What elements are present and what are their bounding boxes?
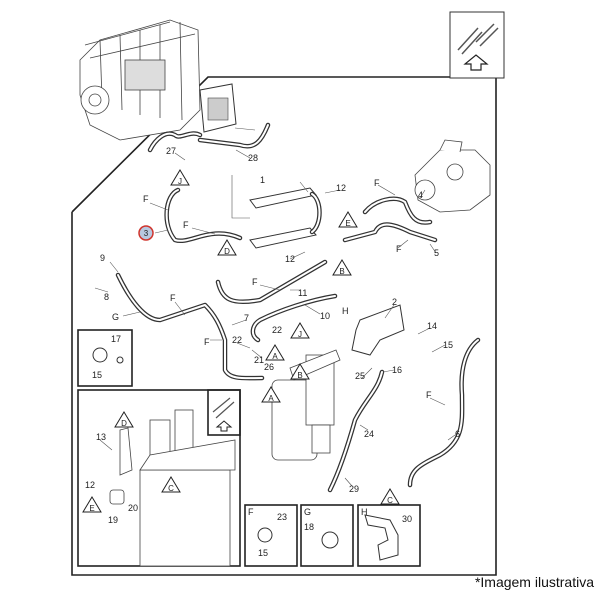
fuel-pipes xyxy=(115,122,481,493)
fuel-pump xyxy=(414,139,491,213)
callout: F xyxy=(248,507,254,517)
svg-text:E: E xyxy=(89,504,94,513)
callout: 2 xyxy=(392,297,397,307)
callout: 30 xyxy=(402,514,412,524)
engine-illustration xyxy=(79,19,201,141)
callout: G xyxy=(304,507,311,517)
callout: 7 xyxy=(244,313,249,323)
ecu-module xyxy=(199,83,237,133)
callout: 28 xyxy=(248,153,258,163)
callout: 29 xyxy=(349,484,359,494)
illustrative-image-caption: *Imagem ilustrativa xyxy=(474,574,594,590)
callout: 12 xyxy=(285,254,295,264)
callout: 14 xyxy=(427,321,437,331)
svg-text:E: E xyxy=(345,219,350,228)
svg-text:B: B xyxy=(339,267,344,276)
callout: 15 xyxy=(443,340,453,350)
connection-marker: C xyxy=(380,488,400,505)
leader-lines xyxy=(94,127,456,487)
callout-labels: 27 28 1 12 F F 12 9 8 F G F 11 10 H 7 F … xyxy=(85,146,460,558)
callout: 10 xyxy=(320,311,330,321)
callout: 1 xyxy=(260,175,265,185)
selected-part-3-marker[interactable]: 3 xyxy=(138,225,154,241)
fuel-filter-housing xyxy=(271,349,341,461)
clamp-23-illustration xyxy=(257,527,273,543)
callout: 19 xyxy=(108,515,118,525)
callout: 9 xyxy=(100,253,105,263)
callout: 16 xyxy=(392,365,402,375)
clamp-18-illustration xyxy=(321,531,339,549)
callout: F xyxy=(252,277,258,287)
cooler-bracket xyxy=(249,187,322,249)
callout: 27 xyxy=(166,146,176,156)
svg-text:J: J xyxy=(298,330,302,339)
clamp-illustration xyxy=(92,347,124,364)
connection-markers: J D E B J A B A D C E C xyxy=(82,169,400,513)
connection-marker: B xyxy=(332,259,352,276)
connection-marker: B xyxy=(290,363,310,380)
callout: F xyxy=(374,178,380,188)
callout: 6 xyxy=(455,429,460,439)
callout: 25 xyxy=(355,371,365,381)
callout: 22 xyxy=(272,325,282,335)
connection-marker: E xyxy=(338,211,358,228)
callout: 24 xyxy=(364,429,374,439)
svg-text:D: D xyxy=(224,247,230,256)
svg-text:A: A xyxy=(268,394,274,403)
callout: 21 xyxy=(254,355,264,365)
svg-text:A: A xyxy=(272,352,278,361)
connection-marker: J xyxy=(170,169,190,186)
bracket-30-illustration xyxy=(364,514,399,561)
inset-box-clamp xyxy=(77,329,133,387)
svg-text:C: C xyxy=(387,496,393,505)
callout: 5 xyxy=(434,248,439,258)
callout: F xyxy=(204,337,210,347)
svg-text:D: D xyxy=(121,419,127,428)
svg-text:B: B xyxy=(297,371,302,380)
connection-marker: C xyxy=(161,476,181,493)
inset-orientation-arrow-up-icon xyxy=(207,389,241,436)
callout: F xyxy=(426,390,432,400)
callout: F xyxy=(396,244,402,254)
svg-text:J: J xyxy=(178,177,182,186)
callout: 15 xyxy=(258,548,268,558)
callout: 11 xyxy=(298,288,307,298)
callout: 23 xyxy=(277,512,287,522)
callout: F xyxy=(170,293,176,303)
callout: 18 xyxy=(304,522,314,532)
callout: H xyxy=(342,306,349,316)
filter-detail-illustration xyxy=(109,409,236,567)
callout: 12 xyxy=(85,480,95,490)
svg-text:C: C xyxy=(168,484,174,493)
callout: 15 xyxy=(92,370,102,380)
inset-box-h xyxy=(357,504,421,567)
callout: 22 xyxy=(232,335,242,345)
callout: F xyxy=(143,194,149,204)
connection-marker: J xyxy=(290,322,310,339)
callout: H xyxy=(361,507,368,517)
inset-box-f xyxy=(244,504,298,567)
connection-marker: E xyxy=(82,496,102,513)
connection-marker: A xyxy=(261,386,281,403)
callout: 26 xyxy=(264,362,274,372)
orientation-arrow-up-icon xyxy=(449,11,505,79)
callout: 20 xyxy=(128,503,138,513)
svg-text:3: 3 xyxy=(144,229,149,238)
callout: 4 xyxy=(418,190,423,200)
callout: G xyxy=(112,312,119,322)
connection-marker: A xyxy=(265,344,285,361)
callout: 8 xyxy=(104,292,109,302)
callout: 17 xyxy=(111,334,121,344)
inset-box-g xyxy=(300,504,354,567)
callout: 13 xyxy=(96,432,106,442)
callout: 12 xyxy=(336,183,346,193)
connection-marker: D xyxy=(217,239,237,256)
pipe-3 xyxy=(164,187,243,244)
bracket-2 xyxy=(351,304,405,356)
callout: F xyxy=(183,220,189,230)
connection-marker: D xyxy=(114,411,134,428)
